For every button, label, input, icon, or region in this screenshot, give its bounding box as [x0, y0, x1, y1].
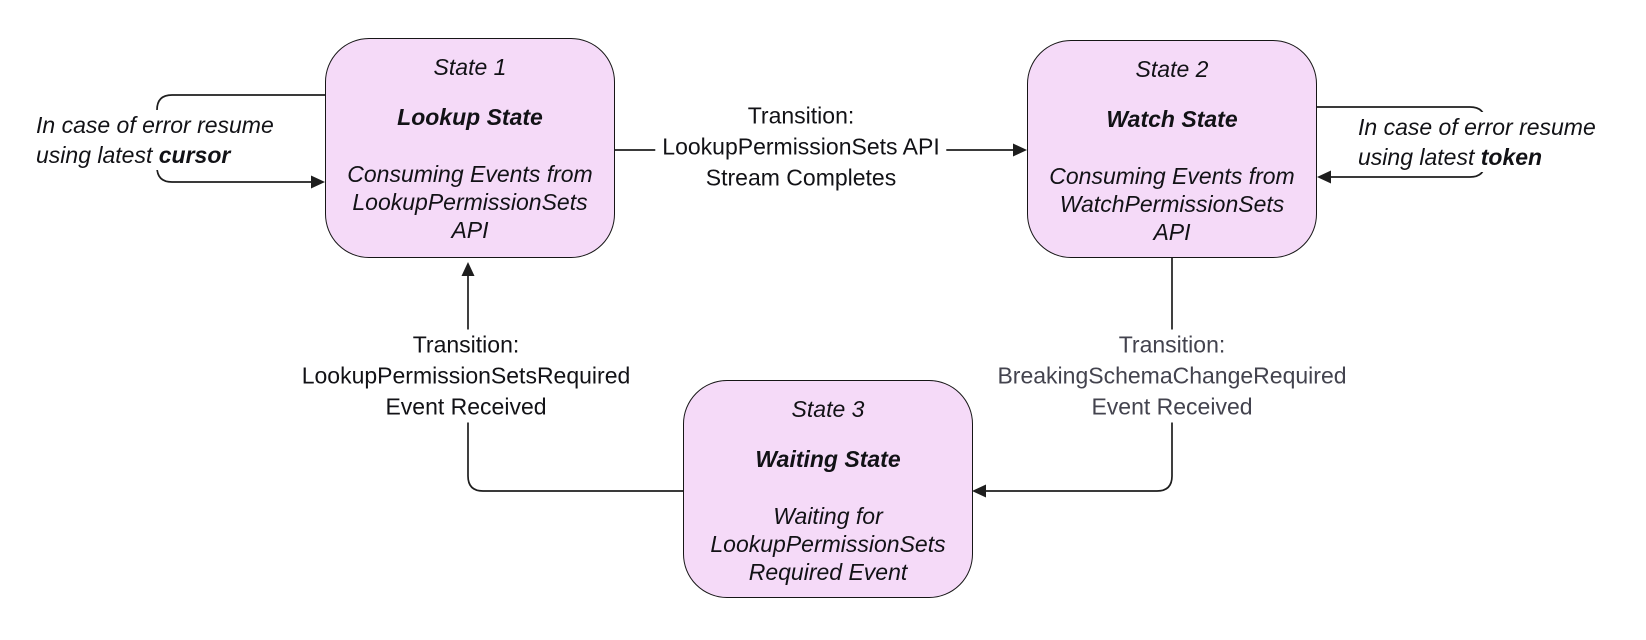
- loop-label-state1-error: In case of error resume using latest cur…: [30, 110, 280, 170]
- state3-name: Waiting State: [755, 446, 901, 472]
- state2-description: Consuming Events from WatchPermissionSet…: [1049, 163, 1295, 245]
- loop-state2-error-arrowhead: [1317, 170, 1331, 184]
- loop-label-bold-term: token: [1480, 144, 1543, 170]
- state1-description: Consuming Events from LookupPermissionSe…: [347, 161, 593, 243]
- edge-label-state1-to-state2: Transition: LookupPermissionSets API Str…: [655, 100, 947, 194]
- edge-label-line: BreakingSchemaChangeRequired: [997, 362, 1347, 389]
- loop-label-state2-error: In case of error resume using latest tok…: [1352, 112, 1602, 172]
- edge-state3-to-state1-line: [467, 276, 683, 492]
- loop-label-text: using latest: [36, 142, 159, 168]
- edge-state2-to-state3-arrowhead: [972, 484, 986, 498]
- state2-name: Watch State: [1106, 106, 1238, 132]
- state3-title: State 3: [791, 396, 865, 422]
- edge-label-line: Transition:: [412, 331, 520, 358]
- edge-label-line: Transition:: [1118, 331, 1226, 358]
- loop-label-line1: In case of error resume: [1358, 114, 1596, 140]
- edge-label-line: LookupPermissionSets API: [662, 133, 940, 160]
- loop-label-line2: using latest token: [1358, 142, 1596, 172]
- loop-label-line2: using latest cursor: [36, 140, 274, 170]
- edge-state3-to-state1-arrowhead: [461, 262, 475, 276]
- edge-state2-to-state3-line: [986, 258, 1173, 492]
- loop-label-line1: In case of error resume: [36, 112, 274, 138]
- state1-name: Lookup State: [397, 104, 543, 130]
- edge-label-state3-to-state1: Transition: LookupPermissionSetsRequired…: [294, 329, 638, 423]
- loop-state1-error-arrowhead: [311, 175, 325, 189]
- edge-label-state2-to-state3: Transition: BreakingSchemaChangeRequired…: [990, 329, 1354, 423]
- edge-state1-to-state2-arrowhead: [1013, 143, 1027, 157]
- edge-label-line: Event Received: [1091, 393, 1253, 420]
- edge-label-line: LookupPermissionSetsRequired: [301, 362, 631, 389]
- state1-title: State 1: [433, 54, 507, 80]
- state-node-waiting: State 3 Waiting State Waiting for Lookup…: [683, 380, 973, 598]
- edge-label-line: Stream Completes: [705, 164, 897, 191]
- edge-label-line: Transition:: [747, 102, 855, 129]
- state-node-lookup: State 1 Lookup State Consuming Events fr…: [325, 38, 615, 258]
- state2-title: State 2: [1135, 56, 1209, 82]
- loop-label-text: using latest: [1358, 144, 1481, 170]
- state-node-watch: State 2 Watch State Consuming Events fro…: [1027, 40, 1317, 258]
- loop-label-bold-term: cursor: [158, 142, 231, 168]
- edge-label-line: Event Received: [385, 393, 547, 420]
- state3-description: Waiting for LookupPermissionSets Require…: [710, 503, 946, 585]
